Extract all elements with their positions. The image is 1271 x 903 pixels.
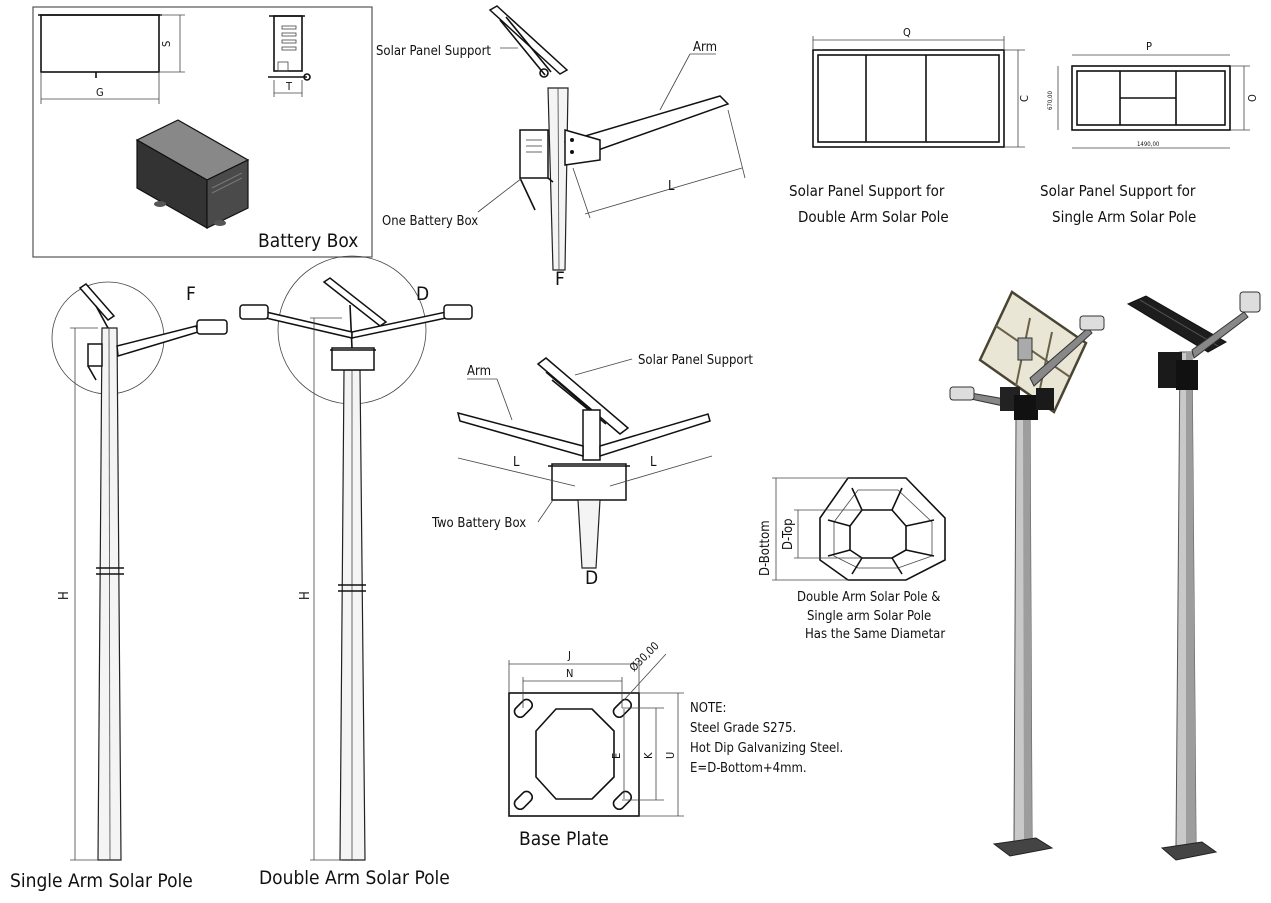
dim-k-label: K: [642, 752, 655, 759]
detail-f: Solar Panel Support Arm L One Battery Bo…: [376, 5, 746, 290]
support-single: P O 1490,00 670,00 Solar Panel Support f…: [1040, 40, 1259, 226]
dim-width-label: 1490,00: [1137, 141, 1160, 148]
two-battery-box-label: Two Battery Box: [431, 516, 526, 531]
base-plate: J N Ø30,00 E K U Base Plate: [508, 639, 684, 850]
dim-s-label: S: [160, 41, 173, 47]
note-line-3: Hot Dip Galvanizing Steel.: [690, 741, 843, 756]
double-pole-h-label: H: [298, 591, 313, 600]
d-top-label: D-Top: [781, 518, 796, 550]
battery-box-title: Battery Box: [258, 230, 358, 252]
single-pole-title: Single Arm Solar Pole: [10, 870, 193, 892]
dim-height-label: 670,00: [1047, 91, 1054, 110]
note-line-2: Steel Grade S275.: [690, 721, 796, 736]
note-line-4: E=D-Bottom+4mm.: [690, 761, 807, 776]
one-battery-box-label: One Battery Box: [382, 214, 478, 229]
dim-g-label: G: [96, 86, 104, 99]
solar-panel-support-label-f: Solar Panel Support: [376, 44, 491, 59]
single-arm-pole: F H Single Arm Solar Pole: [10, 281, 228, 892]
dim-c-label: C: [1018, 95, 1031, 102]
detail-f-letter: F: [555, 268, 565, 290]
dim-e-label: E: [610, 753, 623, 759]
battery-box-panel: G S T Battery Box: [32, 6, 373, 258]
single-pole-callout: F: [186, 283, 196, 305]
support-single-caption-2: Single Arm Solar Pole: [1052, 208, 1196, 226]
single-pole-h-label: H: [57, 591, 72, 600]
dim-hole-label: Ø30,00: [627, 639, 662, 674]
dim-n-label: N: [566, 667, 573, 680]
render-double-arm-pole: [949, 290, 1105, 857]
dim-u-label: U: [664, 752, 677, 759]
solar-panel-support-label-d: Solar Panel Support: [638, 353, 753, 368]
support-double: Q C Solar Panel Support for Double Arm S…: [789, 26, 1031, 226]
dim-t-label: T: [285, 80, 293, 93]
arm-label-d: Arm: [467, 364, 491, 379]
arm-label-f: Arm: [693, 40, 717, 55]
support-double-caption-1: Solar Panel Support for: [789, 182, 945, 200]
note-line-1: NOTE:: [690, 701, 726, 716]
dim-l-label-f: L: [668, 179, 675, 194]
base-plate-title: Base Plate: [519, 828, 609, 850]
dim-q-label: Q: [903, 26, 911, 39]
dim-l-label-d-right: L: [650, 455, 657, 470]
detail-d: Solar Panel Support Arm L L Two Battery …: [431, 353, 753, 589]
dim-j-label: J: [567, 649, 571, 662]
d-bottom-label: D-Bottom: [758, 520, 773, 576]
double-pole-callout: D: [416, 283, 429, 305]
dim-p-label: P: [1146, 40, 1152, 53]
render-single-arm-pole: [1126, 291, 1261, 861]
octagon-section: D-Bottom D-Top Double Arm Solar Pole & S…: [758, 477, 946, 642]
note-block: NOTE: Steel Grade S275. Hot Dip Galvaniz…: [690, 701, 843, 776]
octagon-note-3: Has the Same Diametar: [805, 627, 945, 642]
support-double-caption-2: Double Arm Solar Pole: [798, 208, 949, 226]
double-pole-title: Double Arm Solar Pole: [259, 867, 450, 889]
dim-o-label: O: [1246, 94, 1259, 102]
support-single-caption-1: Solar Panel Support for: [1040, 182, 1196, 200]
dim-l-label-d-left: L: [513, 455, 520, 470]
double-arm-pole: D H Double Arm Solar Pole: [239, 255, 473, 889]
octagon-note-1: Double Arm Solar Pole &: [797, 590, 940, 605]
detail-d-letter: D: [585, 567, 598, 589]
octagon-note-2: Single arm Solar Pole: [807, 609, 931, 624]
